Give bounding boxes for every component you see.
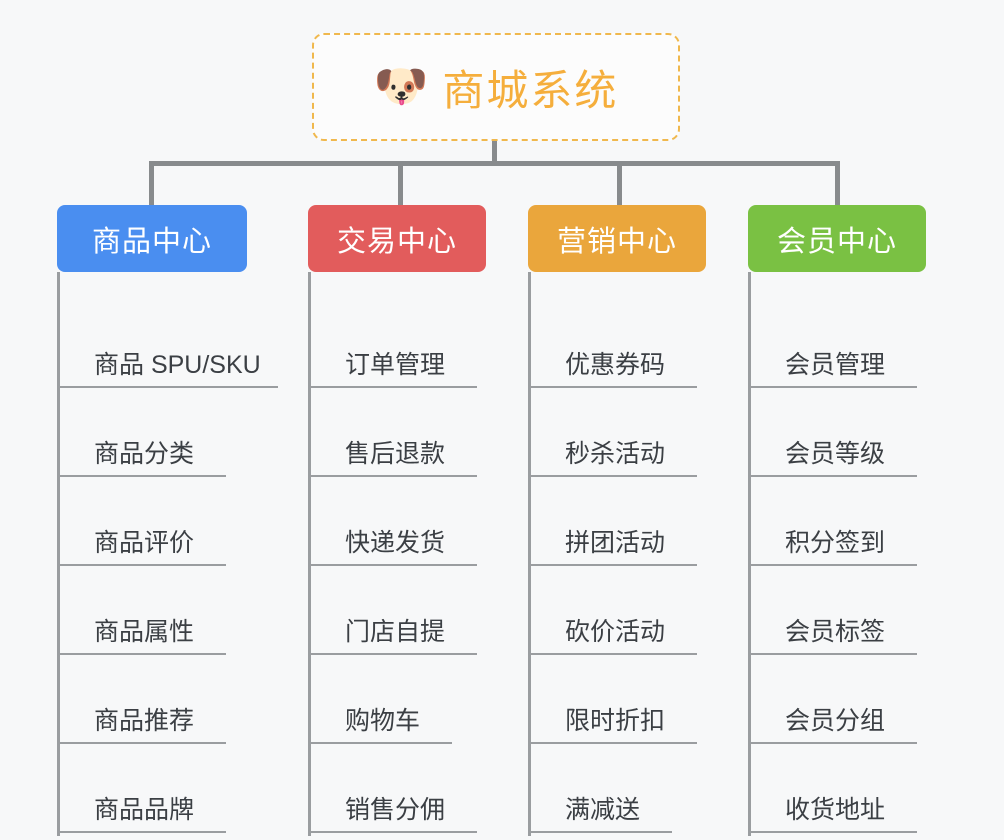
list-item[interactable]: 会员分组 [751, 658, 938, 747]
list-item[interactable]: 会员等级 [751, 391, 938, 480]
list-item-label: 砍价活动 [565, 618, 666, 646]
connector-drop-0 [149, 161, 154, 205]
list-item[interactable]: 收货地址 [751, 747, 938, 836]
list-item[interactable]: 商品分类 [60, 391, 247, 480]
list-item-label: 会员分组 [785, 707, 886, 735]
list-item-rule [60, 386, 278, 388]
list-item[interactable]: 商品推荐 [60, 658, 247, 747]
branch-items-2: 优惠券码 秒杀活动 拼团活动 砍价活动 限时折扣 满减送 [528, 272, 718, 836]
list-item-rule [60, 742, 226, 744]
list-item[interactable]: 砍价活动 [531, 569, 718, 658]
list-item-label: 订单管理 [345, 351, 446, 379]
branch-column-0: 商品中心 商品 SPU/SKU 商品分类 商品评价 商品属性 商品推荐 [57, 205, 278, 836]
list-item-rule [60, 831, 226, 833]
list-item[interactable]: 售后退款 [311, 391, 498, 480]
list-item-rule [311, 742, 452, 744]
list-item-rule [531, 564, 697, 566]
list-item[interactable]: 拼团活动 [531, 480, 718, 569]
list-item-label: 购物车 [345, 707, 421, 735]
list-item-rule [751, 831, 917, 833]
list-item[interactable]: 订单管理 [311, 302, 498, 391]
root-node[interactable]: 🐶 商城系统 [312, 33, 680, 141]
list-item-label: 快递发货 [345, 529, 446, 557]
branch-items-1: 订单管理 售后退款 快递发货 门店自提 购物车 销售分佣 [308, 272, 498, 836]
list-item-rule [531, 386, 697, 388]
list-item-label: 限时折扣 [565, 707, 666, 735]
list-item-rule [311, 831, 477, 833]
list-item-rule [311, 475, 477, 477]
list-item[interactable]: 秒杀活动 [531, 391, 718, 480]
list-item-rule [751, 475, 917, 477]
list-item-label: 商品品牌 [94, 796, 195, 824]
list-item-rule [60, 564, 226, 566]
list-item-label: 门店自提 [345, 618, 446, 646]
list-item-label: 优惠券码 [565, 351, 666, 379]
list-item[interactable]: 会员管理 [751, 302, 938, 391]
list-item-rule [751, 742, 917, 744]
list-item[interactable]: 满减送 [531, 747, 718, 836]
list-item-rule [751, 386, 917, 388]
branch-items-3: 会员管理 会员等级 积分签到 会员标签 会员分组 收货地址 [748, 272, 938, 836]
list-item-label: 会员管理 [785, 351, 886, 379]
connector-bus [149, 161, 840, 166]
branch-column-2: 营销中心 优惠券码 秒杀活动 拼团活动 砍价活动 限时折扣 [528, 205, 718, 836]
list-item[interactable]: 商品属性 [60, 569, 247, 658]
list-item[interactable]: 购物车 [311, 658, 498, 747]
list-item[interactable]: 商品评价 [60, 480, 247, 569]
branch-header-label-3: 会员中心 [776, 225, 897, 258]
dog-face-icon: 🐶 [373, 62, 429, 111]
list-item[interactable]: 限时折扣 [531, 658, 718, 747]
list-item[interactable]: 会员标签 [751, 569, 938, 658]
list-item[interactable]: 门店自提 [311, 569, 498, 658]
list-item-rule [751, 564, 917, 566]
branch-header-label-2: 营销中心 [556, 225, 677, 258]
list-item[interactable]: 销售分佣 [311, 747, 498, 836]
branch-header-label-0: 商品中心 [91, 225, 212, 258]
list-item-label: 商品属性 [94, 618, 195, 646]
list-item[interactable]: 优惠券码 [531, 302, 718, 391]
branch-items-0: 商品 SPU/SKU 商品分类 商品评价 商品属性 商品推荐 商品品牌 [57, 272, 278, 836]
branch-header-3[interactable]: 会员中心 [748, 205, 926, 272]
list-item-label: 销售分佣 [345, 796, 446, 824]
list-item-label: 收货地址 [785, 796, 886, 824]
list-item-rule [311, 564, 477, 566]
list-item-rule [751, 653, 917, 655]
branch-header-2[interactable]: 营销中心 [528, 205, 706, 272]
branch-column-1: 交易中心 订单管理 售后退款 快递发货 门店自提 购物车 [308, 205, 498, 836]
list-item-label: 拼团活动 [565, 529, 666, 557]
list-item-rule [531, 653, 697, 655]
list-item[interactable]: 商品品牌 [60, 747, 247, 836]
list-item-rule [60, 475, 226, 477]
list-item-rule [311, 386, 477, 388]
branch-header-1[interactable]: 交易中心 [308, 205, 486, 272]
connector-drop-3 [835, 161, 840, 205]
connector-drop-2 [617, 161, 622, 205]
list-item-label: 会员标签 [785, 618, 886, 646]
list-item-label: 商品推荐 [94, 707, 195, 735]
list-item-label: 商品分类 [94, 440, 195, 468]
list-item-rule [531, 475, 697, 477]
list-item-rule [531, 742, 697, 744]
connector-drop-1 [398, 161, 403, 205]
list-item[interactable]: 快递发货 [311, 480, 498, 569]
list-item-label: 秒杀活动 [565, 440, 666, 468]
list-item-label: 积分签到 [785, 529, 886, 557]
list-item[interactable]: 积分签到 [751, 480, 938, 569]
list-item-label: 会员等级 [785, 440, 886, 468]
list-item-label: 售后退款 [345, 440, 446, 468]
list-item-label: 商品 SPU/SKU [94, 351, 261, 379]
branch-header-label-1: 交易中心 [336, 225, 457, 258]
list-item-label: 商品评价 [94, 529, 195, 557]
branch-header-0[interactable]: 商品中心 [57, 205, 247, 272]
list-item[interactable]: 商品 SPU/SKU [60, 302, 278, 391]
branch-column-3: 会员中心 会员管理 会员等级 积分签到 会员标签 会员分组 [748, 205, 938, 836]
list-item-rule [311, 653, 477, 655]
list-item-label: 满减送 [565, 796, 641, 824]
root-title: 商城系统 [442, 66, 619, 114]
list-item-rule [531, 831, 672, 833]
connector-stem-root [492, 141, 497, 165]
list-item-rule [60, 653, 226, 655]
